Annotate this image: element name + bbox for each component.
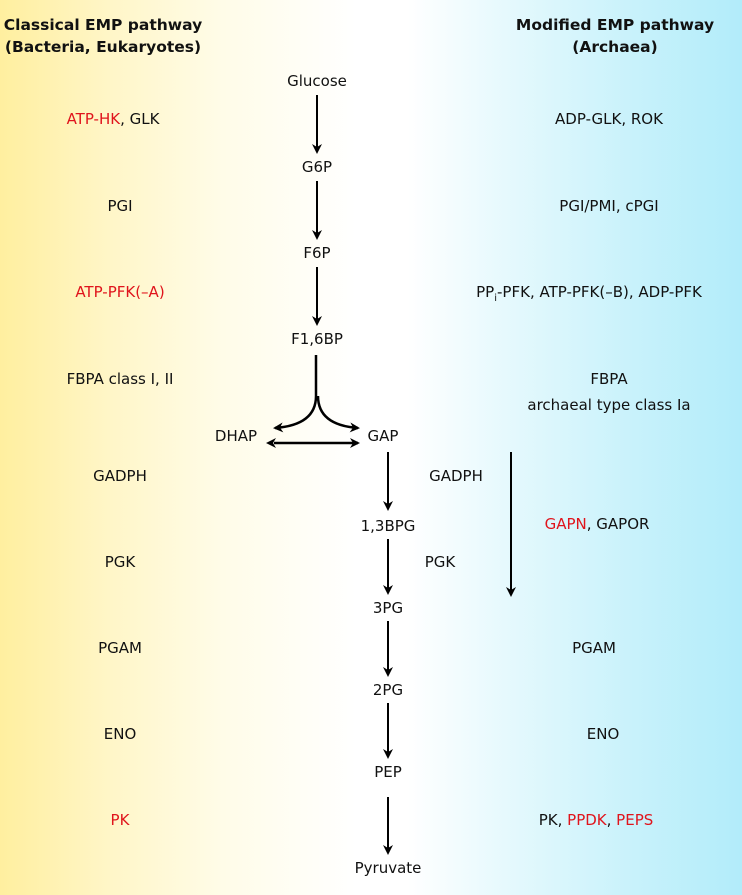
classical-enzyme-step8: ENO	[103, 725, 137, 743]
modified-enzyme-step7: PGAM	[572, 639, 616, 657]
metabolite-f6p: F6P	[303, 244, 331, 262]
modified-enzyme-step4-line1: FBPA	[590, 370, 628, 388]
enzyme-pk: PK	[110, 811, 130, 829]
classical-enzyme-step7: PGAM	[98, 639, 142, 657]
arrow-f16bp-gap	[316, 395, 360, 433]
center-enzyme-gadph: GADPH	[429, 467, 483, 485]
enzyme-atp-hk: ATP-HK	[66, 110, 121, 128]
classical-enzyme-step4: FBPA class I, II	[66, 370, 174, 388]
modified-enzyme-step4-line2: archaeal type class Ia	[527, 396, 691, 414]
header-title: Classical EMP pathway	[3, 16, 203, 34]
metabolite-g6p: G6P	[301, 158, 333, 176]
enzyme-peps: PEPS	[616, 811, 654, 829]
enzyme-glk: , GLK	[120, 110, 160, 128]
metabolite-2pg: 2PG	[372, 681, 404, 699]
metabolite-3pg: 3PG	[372, 599, 404, 617]
separator: ,	[606, 811, 617, 829]
modified-enzyme-step8: ENO	[586, 725, 620, 743]
enzyme-ppdk: PPDK	[567, 811, 607, 829]
enzyme-pk: PK,	[538, 811, 568, 829]
modified-enzyme-step3: PPi-PFK, ATP-PFK(–B), ADP-PFK	[476, 283, 702, 308]
modified-enzyme-step2: PGI/PMI, cPGI	[559, 197, 659, 215]
modified-enzyme-step1: ADP-GLK, ROK	[555, 110, 663, 128]
metabolite-f16bp: F1,6BP	[291, 330, 343, 348]
subscript-i: i	[494, 293, 498, 304]
enzyme-ppi-pfk: PP	[476, 283, 495, 301]
header-title: Modified EMP pathway	[515, 16, 715, 34]
enzyme-gapn: GAPN	[544, 515, 587, 533]
arrow-f16bp-split	[273, 355, 318, 433]
classical-enzyme-step3: ATP-PFK(–A)	[75, 283, 164, 301]
header-subtitle: (Archaea)	[572, 38, 658, 56]
modified-pathway-header: Modified EMP pathway (Archaea)	[516, 14, 714, 58]
metabolite-glucose: Glucose	[287, 72, 347, 90]
classical-enzyme-step5: GADPH	[93, 467, 147, 485]
classical-enzyme-step2: PGI	[107, 197, 133, 215]
metabolite-dhap: DHAP	[214, 427, 258, 445]
enzyme-gapor: , GAPOR	[586, 515, 650, 533]
metabolite-pep: PEP	[374, 763, 402, 781]
metabolite-13bpg: 1,3BPG	[360, 517, 416, 535]
header-subtitle: (Bacteria, Eukaryotes)	[4, 38, 202, 56]
metabolite-pyruvate: Pyruvate	[354, 859, 422, 877]
modified-enzyme-step5: GAPN, GAPOR	[545, 515, 650, 533]
enzyme-atp-pfk-a: ATP-PFK(–A)	[75, 283, 165, 301]
classical-pathway-header: Classical EMP pathway (Bacteria, Eukaryo…	[4, 14, 202, 58]
classical-enzyme-step9: PK	[111, 811, 130, 829]
classical-enzyme-step1: ATP-HK, GLK	[67, 110, 160, 128]
classical-enzyme-step6: PGK	[104, 553, 136, 571]
center-enzyme-pgk: PGK	[424, 553, 456, 571]
metabolite-gap: GAP	[367, 427, 399, 445]
modified-enzyme-step9: PK, PPDK, PEPS	[539, 811, 654, 829]
enzyme-pfk-variants: -PFK, ATP-PFK(–B), ADP-PFK	[497, 283, 702, 301]
